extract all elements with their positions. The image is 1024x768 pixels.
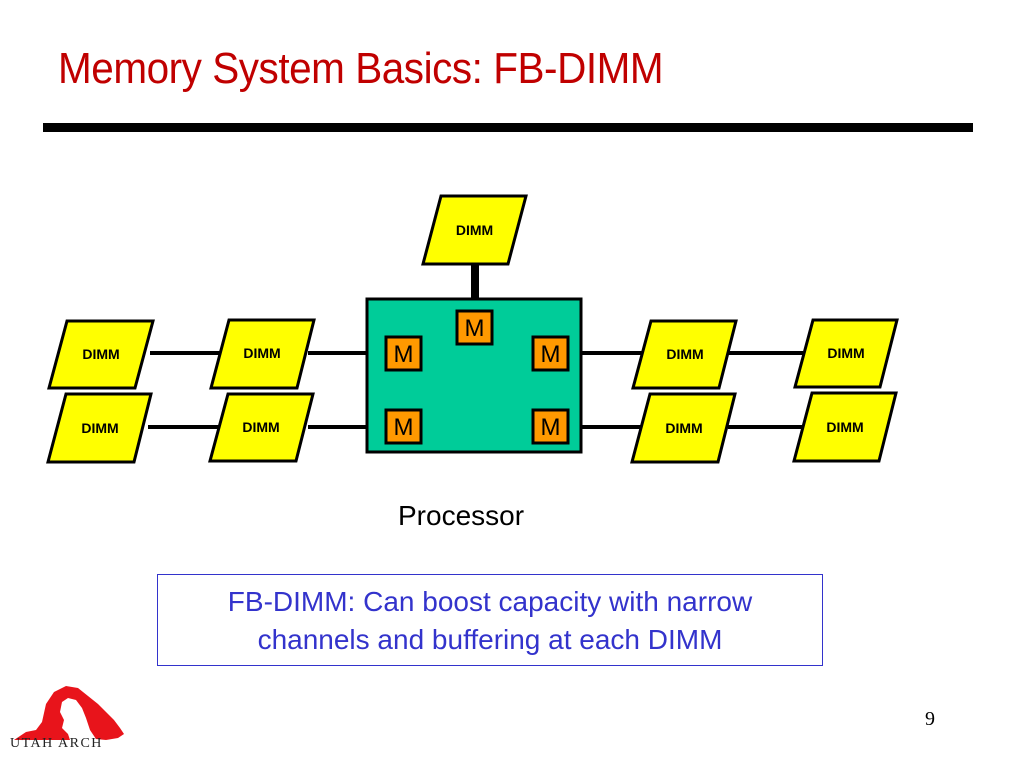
dimm-label: DIMM [243,345,280,361]
controller-label: M [394,414,414,441]
dimm-module: DIMM [631,319,738,390]
dimm-label: DIMM [665,420,702,436]
memory-controller: M [384,408,423,445]
page-number: 9 [925,708,935,730]
logo-text: UTAH ARCH [10,736,103,751]
dimm-module: DIMM [630,392,737,464]
dimm-label: DIMM [456,222,493,238]
dimm-label: DIMM [81,420,118,436]
callout-line-1: FB-DIMM: Can boost capacity with narrow [227,586,753,617]
dimm-label: DIMM [827,345,864,361]
dimm-module: DIMM [421,194,528,266]
memory-controller: M [455,309,494,346]
memory-controller: M [531,335,570,372]
memory-controller: M [531,408,570,445]
dimm-module: DIMM [209,318,316,390]
processor-label: Processor [398,500,525,531]
dimm-module: DIMM [208,392,315,463]
dimm-label: DIMM [826,419,863,435]
callout-line-2: channels and buffering at each DIMM [257,624,723,655]
slide-title: Memory System Basics: FB-DIMM [58,44,664,93]
title-divider [43,123,973,132]
dimm-module: DIMM [47,319,155,390]
dimm-module: DIMM [792,391,898,463]
controller-label: M [541,414,561,441]
dimm-label: DIMM [242,419,279,435]
dimm-label: DIMM [666,346,703,362]
callout-box: FB-DIMM: Can boost capacity with narrow … [157,574,823,666]
controller-label: M [541,341,561,368]
controller-label: M [394,341,414,368]
dimm-label: DIMM [82,346,119,362]
utah-arch-logo-icon [14,686,124,740]
dimm-module: DIMM [46,392,153,464]
memory-controller: M [384,335,423,372]
dimm-module: DIMM [793,318,899,389]
controller-label: M [465,315,485,342]
